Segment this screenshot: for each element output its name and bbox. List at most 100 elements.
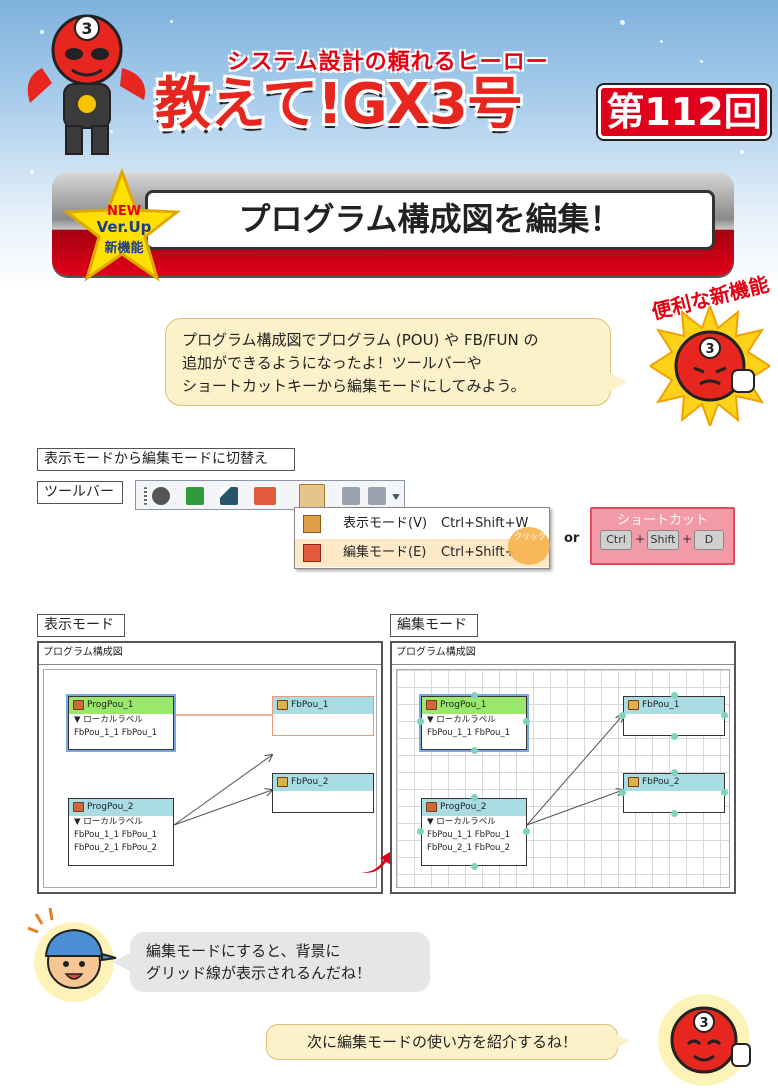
kid-line: 編集モードにすると、背景に (146, 942, 341, 960)
toolbar (135, 480, 405, 510)
window-title: プログラム構成図 (39, 643, 381, 665)
refresh-icon[interactable] (186, 487, 204, 505)
resize-handle[interactable] (471, 692, 478, 699)
kid-speech-bubble: 編集モードにすると、背景に グリッド線が表示されるんだね！ (130, 932, 430, 992)
edit-mode-icon (303, 544, 321, 562)
node-progpou-1[interactable]: ProgPou_1 ▼ ローカルラベル FbPou_1_1 FbPou_1 (68, 696, 174, 750)
resize-handle[interactable] (619, 789, 626, 796)
node-row: FbPou_1_1 FbPou_1 (74, 830, 158, 840)
mascot-burst-icon: 3 (650, 306, 770, 426)
badge-new: NEW (106, 204, 142, 219)
layout-dropdown-icon[interactable] (254, 487, 276, 505)
view-mode-window: プログラム構成図 ProgPou_1 ▼ ローカルラベル FbPou_1_1 F… (37, 641, 383, 894)
edit-disabled-icon-2[interactable] (368, 487, 386, 505)
resize-handle[interactable] (671, 733, 678, 740)
resize-handle[interactable] (471, 794, 478, 801)
node-title: ProgPou_2 (87, 802, 134, 812)
node-title: ProgPou_1 (87, 700, 134, 710)
svg-text:3: 3 (81, 19, 92, 38)
pou-icon (73, 802, 84, 812)
intro-line: プログラム構成図でプログラム (POU) や FB/FUN の (182, 331, 539, 349)
node-fbpou-1[interactable]: FbPou_1 (623, 696, 725, 736)
node-fbpou-2[interactable]: FbPou_2 (623, 773, 725, 813)
grip-icon[interactable] (144, 487, 147, 505)
resize-handle[interactable] (671, 810, 678, 817)
resize-handle[interactable] (417, 828, 424, 835)
node-fbpou-2[interactable]: FbPou_2 (272, 773, 374, 813)
node-title: ProgPou_1 (440, 700, 487, 710)
shortcut-title: ショートカット (616, 513, 708, 528)
node-row: FbPou_1_1 FbPou_1 (427, 830, 511, 840)
filter-icon[interactable] (220, 487, 238, 505)
page-title: プログラム構成図を編集！ (238, 200, 622, 238)
node-section: ▼ ローカルラベル (427, 715, 496, 725)
node-row: FbPou_1_1 FbPou_1 (427, 728, 511, 738)
node-progpou-2[interactable]: ProgPou_2 ▼ ローカルラベル FbPou_1_1 FbPou_1 Fb… (421, 798, 527, 866)
resize-handle[interactable] (471, 747, 478, 754)
resize-handle[interactable] (671, 692, 678, 699)
node-title: FbPou_1 (291, 700, 329, 710)
menu-item-label: 表示モード(V) (343, 516, 428, 531)
resize-handle[interactable] (523, 718, 530, 725)
series-subtitle: システム設計の頼れるヒーロー (227, 50, 549, 75)
intro-line: ショートカットキーから編集モードにしてみよう。 (182, 377, 526, 395)
resize-handle[interactable] (671, 769, 678, 776)
resize-handle[interactable] (721, 712, 728, 719)
mode-switch-icon[interactable] (299, 484, 325, 508)
key-plus: + (682, 532, 693, 546)
resize-handle[interactable] (471, 863, 478, 870)
intro-bubble-tail (605, 370, 627, 394)
node-row: FbPou_2_1 FbPou_2 (74, 843, 158, 853)
kid-bubble-tail (112, 952, 132, 972)
node-title: FbPou_2 (291, 777, 329, 787)
kid-line: グリッド線が表示されるんだね！ (146, 964, 372, 982)
node-title: ProgPou_2 (440, 802, 487, 812)
resize-handle[interactable] (417, 718, 424, 725)
node-section: ▼ ローカルラベル (427, 817, 496, 827)
node-progpou-1[interactable]: ProgPou_1 ▼ ローカルラベル FbPou_1_1 FbPou_1 (421, 696, 527, 750)
click-hand-icon (508, 527, 550, 565)
panel-label-edit: 編集モード (390, 614, 478, 637)
gear-icon[interactable] (152, 487, 170, 505)
fb-icon (628, 777, 639, 787)
resize-handle[interactable] (619, 712, 626, 719)
hero-mascot-icon: 3 (27, 14, 146, 155)
badge-feature: 新機能 (104, 241, 144, 256)
toolbar-label: ツールバー (37, 481, 123, 504)
fb-icon (277, 777, 288, 787)
connectors (173, 714, 380, 826)
svg-text:3: 3 (705, 342, 714, 357)
menu-item-edit-mode[interactable]: 編集モード(E) Ctrl+Shift+ (295, 539, 549, 567)
node-progpou-2[interactable]: ProgPou_2 ▼ ローカルラベル FbPou_1_1 FbPou_1 Fb… (68, 798, 174, 866)
node-fbpou-1[interactable]: FbPou_1 (272, 696, 374, 736)
toolbar-overflow-icon[interactable] (392, 494, 400, 500)
node-title: FbPou_2 (642, 777, 680, 787)
menu-item-view-mode[interactable]: 表示モード(V) Ctrl+Shift+W (295, 510, 549, 538)
resize-handle[interactable] (523, 828, 530, 835)
mode-menu: 表示モード(V) Ctrl+Shift+W 編集モード(E) Ctrl+Shif… (294, 507, 550, 569)
node-section: ▼ ローカルラベル (74, 817, 143, 827)
node-row: FbPou_1_1 FbPou_1 (74, 728, 158, 738)
badge-version: Ver.Up (96, 218, 152, 236)
node-title: FbPou_1 (642, 700, 680, 710)
panel-label-view: 表示モード (37, 614, 125, 637)
closing-bubble-tail (612, 1032, 630, 1050)
resize-handle[interactable] (721, 789, 728, 796)
svg-text:3: 3 (699, 1016, 708, 1031)
edit-mode-window: プログラム構成図 ProgPou_1 ▼ ローカルラベル FbPou_1_1 F… (390, 641, 736, 894)
node-section: ▼ ローカルラベル (74, 715, 143, 725)
closing-speech-bubble: 次に編集モードの使い方を紹介するね！ (266, 1024, 618, 1060)
key-d: D (694, 530, 724, 550)
node-row: FbPou_2_1 FbPou_2 (427, 843, 511, 853)
menu-item-label: 編集モード(E) (343, 545, 427, 560)
series-title: 教えて!GX3号 (155, 72, 523, 137)
section-heading: 表示モードから編集モードに切替え (37, 448, 295, 471)
pou-icon (426, 700, 437, 710)
key-plus: + (635, 532, 646, 546)
kid-mascot-icon (27, 907, 117, 1002)
key-shift: Shift (647, 530, 679, 550)
pou-icon (73, 700, 84, 710)
diagram-canvas: ProgPou_1 ▼ ローカルラベル FbPou_1_1 FbPou_1 Fb… (43, 669, 377, 888)
edit-disabled-icon[interactable] (342, 487, 360, 505)
